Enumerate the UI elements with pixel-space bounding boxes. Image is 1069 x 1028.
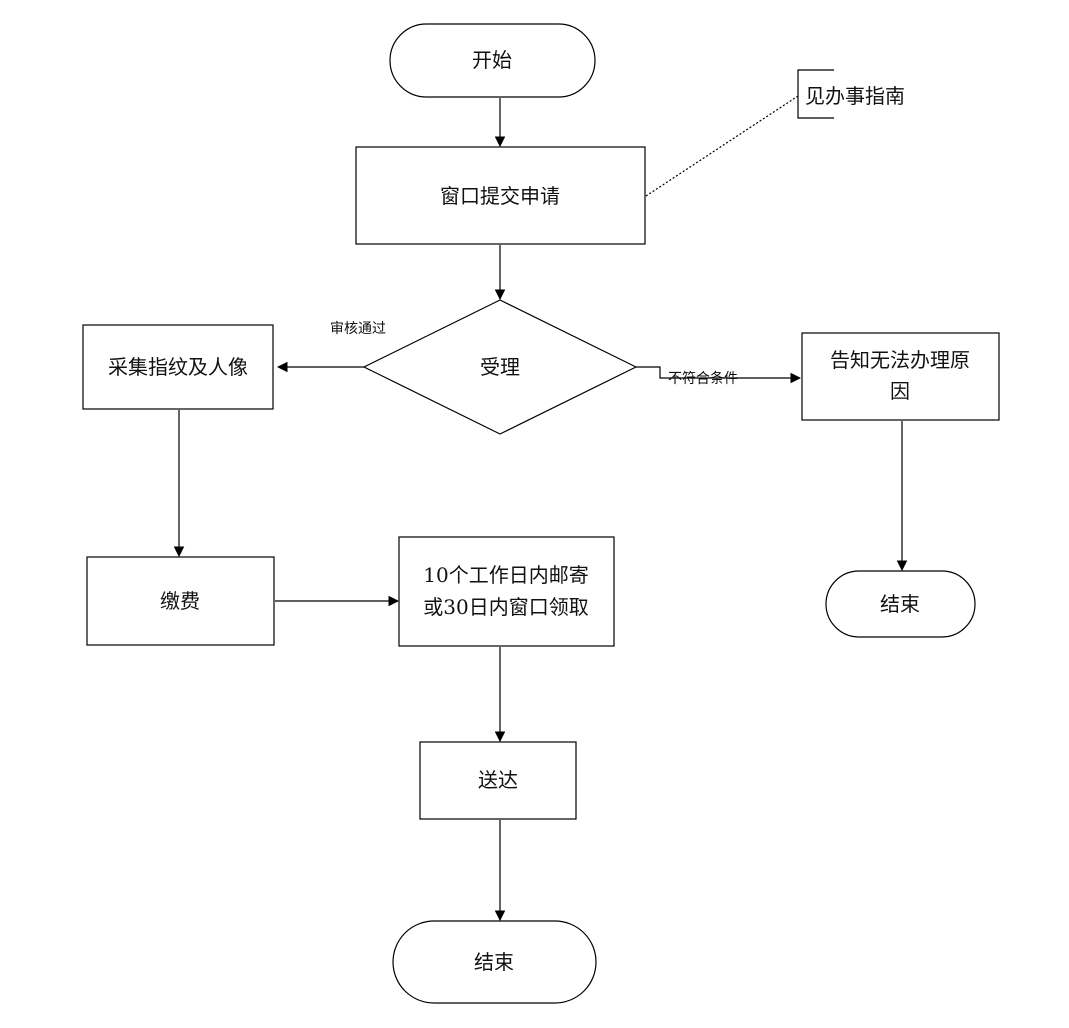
end-node-bottom: 结束 [392,920,597,1004]
mail-or-pickup-label-line1: 10个工作日内邮寄 [423,563,588,587]
mail-or-pickup-node: 10个工作日内邮寄 或30日内窗口领取 [398,536,615,647]
pay-fee-node: 缴费 [86,556,275,646]
mail-or-pickup-label-line2: 或30日内窗口领取 [423,595,588,619]
edge-label-not-qualified: 不符合条件 [668,370,738,387]
start-node: 开始 [389,23,596,98]
inform-reason-label-line1: 告知无法办理原 [830,348,970,372]
collect-fingerprint-node: 采集指纹及人像 [82,324,274,410]
start-node-label: 开始 [472,48,512,72]
inform-reason-node: 告知无法办理原 因 [801,332,1000,421]
end-node-right: 结束 [825,570,976,638]
guide-note-dotted-link [645,95,799,197]
guide-note-label: 见办事指南 [805,84,905,108]
end-node-right-label: 结束 [880,592,920,616]
delivery-node: 送达 [419,741,577,820]
submit-application-node: 窗口提交申请 [355,146,646,245]
pay-fee-label: 缴费 [160,589,200,613]
edge-label-approved: 审核通过 [330,321,386,337]
collect-fingerprint-label: 采集指纹及人像 [108,355,248,379]
accept-decision-node: 受理 [362,299,638,435]
accept-decision-label: 受理 [480,355,520,379]
inform-reason-label-line2: 因 [890,379,910,403]
edge-accept-to-inform [636,366,802,384]
submit-application-label: 窗口提交申请 [440,184,560,208]
end-node-bottom-label: 结束 [474,950,514,974]
guide-note: 见办事指南 [797,69,905,119]
delivery-label: 送达 [478,768,518,792]
